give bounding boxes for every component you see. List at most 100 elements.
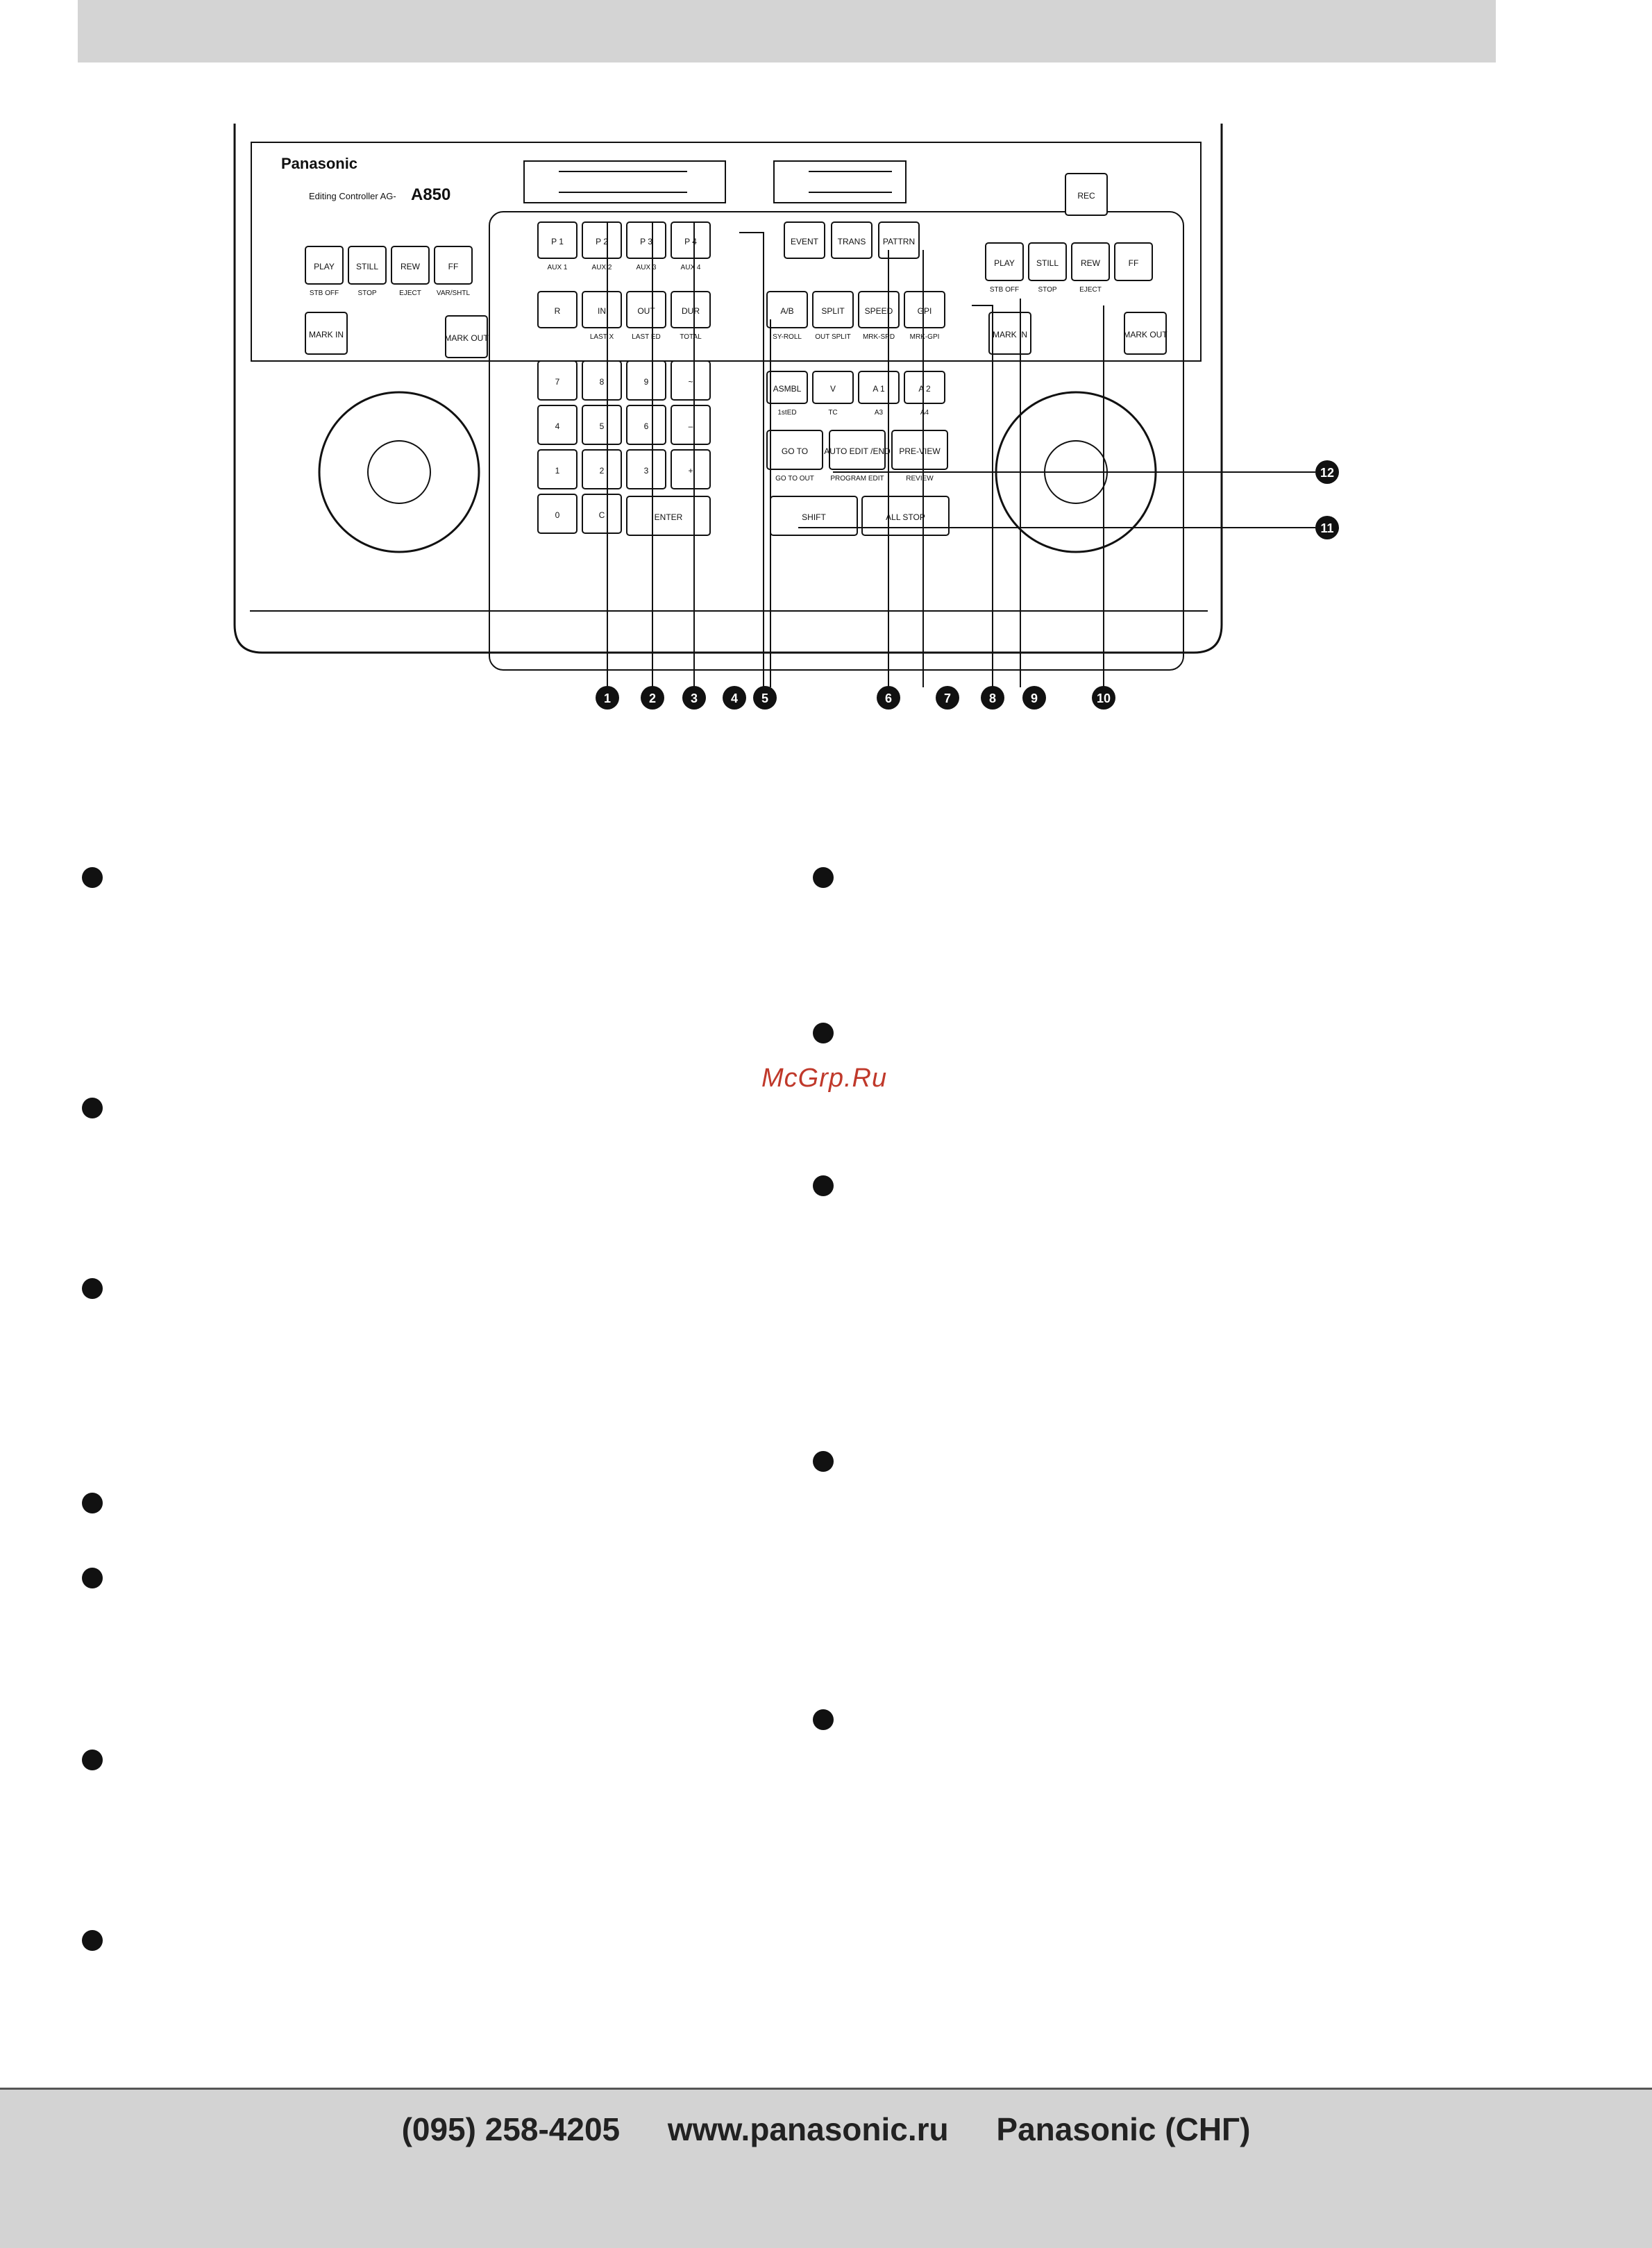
preset-3-key[interactable]: [626, 221, 666, 259]
footer-phone: (095) 258-4205: [401, 2111, 621, 2147]
edit-pattrn-key[interactable]: [878, 221, 920, 259]
numpad-6-label: 6: [644, 421, 649, 431]
numpad-9-label: 2: [600, 466, 605, 476]
preset-2-label: P 2: [596, 237, 608, 246]
preset-1-sublabel: AUX 1: [548, 264, 568, 271]
numpad-10-key[interactable]: [626, 449, 666, 489]
point-out-sublabel: LAST ED: [632, 333, 661, 341]
numpad-2-key[interactable]: [626, 360, 666, 401]
footer-website[interactable]: www.panasonic.ru: [667, 2111, 949, 2147]
action-2-key[interactable]: [891, 430, 948, 470]
right-ff-label: FF: [1129, 258, 1139, 268]
header-band: [78, 0, 1496, 62]
mode-3-sublabel: MRK-GPI: [910, 333, 940, 341]
numpad-2-label: 9: [644, 377, 649, 387]
numpad-8-key[interactable]: [537, 449, 578, 489]
right-ff-key[interactable]: [1114, 242, 1153, 281]
callout-3-marker: [682, 686, 706, 710]
mode-1-label: SPLIT: [821, 306, 845, 316]
action-1-sublabel: PROGRAM EDIT: [830, 475, 884, 483]
left-play-label: PLAY: [314, 262, 335, 271]
numpad-6-key[interactable]: [626, 405, 666, 445]
numpad-8-label: 1: [555, 466, 560, 476]
mode-0-label: A/B: [780, 306, 793, 316]
channel-0-key[interactable]: [766, 371, 808, 404]
preset-2-key[interactable]: [582, 221, 622, 259]
right-play-label: PLAY: [994, 258, 1015, 268]
numpad-3-key[interactable]: [671, 360, 711, 401]
bullet-left-2: [82, 1098, 103, 1118]
callout-5-label: 5: [761, 691, 768, 705]
channel-2-sublabel: A3: [875, 409, 884, 417]
numpad-13-label: C: [599, 510, 605, 520]
left-still-key[interactable]: [348, 246, 387, 285]
right-play-sublabel: STB OFF: [990, 286, 1019, 294]
preset-1-key[interactable]: [537, 221, 578, 259]
enter-label: ENTER: [655, 512, 683, 522]
mode-3-key[interactable]: [904, 291, 945, 328]
preset-4-sublabel: AUX 4: [681, 264, 701, 271]
mode-2-label: SPEED: [865, 306, 893, 316]
action-0-key[interactable]: [766, 430, 823, 470]
edit-pattrn-label: PATTRN: [883, 237, 915, 246]
edit-trans-key[interactable]: [831, 221, 873, 259]
mode-1-key[interactable]: [812, 291, 854, 328]
point-r-label: R: [555, 306, 561, 316]
numpad-5-key[interactable]: [582, 405, 622, 445]
callout-7-label: 7: [944, 691, 951, 705]
callout-2-label: 2: [649, 691, 656, 705]
left-ff-key[interactable]: [434, 246, 473, 285]
preset-4-key[interactable]: [671, 221, 711, 259]
preset-2-sublabel: AUX 2: [592, 264, 612, 271]
right-mark-in-label: MARK IN: [993, 330, 1027, 339]
mode-0-key[interactable]: [766, 291, 808, 328]
enter-key[interactable]: [626, 496, 711, 536]
callout-1-marker: [596, 686, 619, 710]
left-rew-key[interactable]: [391, 246, 430, 285]
point-r-key[interactable]: [537, 291, 578, 328]
rec-key[interactable]: [1065, 173, 1108, 216]
right-still-sublabel: STOP: [1038, 286, 1056, 294]
numpad-13-key[interactable]: [582, 494, 622, 534]
numpad-11-key[interactable]: [671, 449, 711, 489]
bullet-left-1: [82, 867, 103, 888]
numpad-7-key[interactable]: [671, 405, 711, 445]
callout-7-marker: [936, 686, 959, 710]
point-out-key[interactable]: [626, 291, 666, 328]
bottom-1-key[interactable]: [861, 496, 950, 536]
callout-11-marker: [1315, 516, 1339, 539]
preset-4-label: P 4: [684, 237, 697, 246]
right-play-key[interactable]: [985, 242, 1024, 281]
right-mark-out-key[interactable]: [1124, 312, 1167, 355]
point-in-key[interactable]: [582, 291, 622, 328]
bullet-right-2: [813, 1023, 834, 1043]
numpad-5-label: 5: [600, 421, 605, 431]
action-1-key[interactable]: [829, 430, 886, 470]
callout-6-label: 6: [885, 691, 892, 705]
callout-12-label: 12: [1320, 466, 1334, 480]
numpad-9-key[interactable]: [582, 449, 622, 489]
right-still-key[interactable]: [1028, 242, 1067, 281]
point-dur-key[interactable]: [671, 291, 711, 328]
callout-4-label: 4: [731, 691, 738, 705]
numpad-4-key[interactable]: [537, 405, 578, 445]
preset-3-sublabel: AUX 3: [637, 264, 657, 271]
left-play-sublabel: STB OFF: [310, 290, 339, 297]
bullet-left-5: [82, 1568, 103, 1588]
left-mark-in-key[interactable]: [305, 312, 348, 355]
numpad-0-key[interactable]: [537, 360, 578, 401]
action-2-label: PRE-VIEW: [899, 446, 941, 456]
edit-event-key[interactable]: [784, 221, 825, 259]
numpad-12-label: 0: [555, 510, 560, 520]
channel-1-label: V: [830, 384, 836, 394]
callout-5-marker: [753, 686, 777, 710]
channel-3-key[interactable]: [904, 371, 945, 404]
numpad-12-key[interactable]: [537, 494, 578, 534]
channel-1-key[interactable]: [812, 371, 854, 404]
brand-label: Panasonic: [281, 155, 357, 172]
left-play-key[interactable]: [305, 246, 344, 285]
left-mark-out-key[interactable]: [445, 315, 488, 358]
right-rew-key[interactable]: [1071, 242, 1110, 281]
numpad-1-key[interactable]: [582, 360, 622, 401]
